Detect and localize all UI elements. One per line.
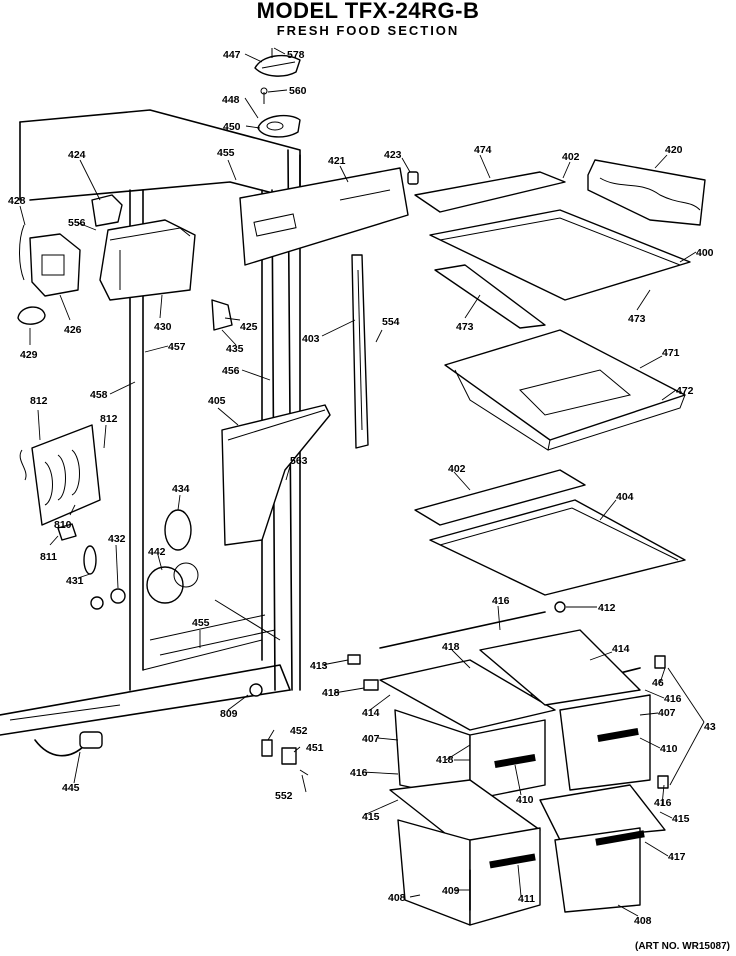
part-label: 809 [220,708,238,720]
part-number-labels: 447 578 448 560 450 455 421 423 474 402 … [8,49,716,927]
part-label: 413 [310,660,328,672]
part-label: 410 [660,743,678,755]
part-label: 445 [62,782,80,794]
part-label: 423 [384,149,402,161]
section-title: FRESH FOOD SECTION [276,23,460,38]
part-label: 418 [436,754,454,766]
top-shelf-assembly [407,159,706,329]
part-label: 456 [222,365,240,377]
part-label: 455 [217,147,235,159]
part-label: 430 [154,321,172,333]
part-label: 416 [350,767,368,779]
part-label: 474 [474,144,492,156]
part-label: 425 [240,321,258,333]
part-label: 471 [662,347,680,359]
part-label: 428 [8,195,26,207]
part-label: 416 [664,693,682,705]
part-label: 448 [222,94,240,106]
rear-heater-panel [19,424,101,541]
damper-control-parts [17,194,196,325]
part-label: 811 [40,551,57,563]
hinge-brackets [261,739,309,776]
part-label: 455 [192,617,210,629]
part-label: 407 [658,707,676,719]
part-label: 420 [665,144,683,156]
part-label: 402 [448,463,466,475]
art-number: (ART NO. WR15087) [634,941,730,952]
part-label: 415 [672,813,690,825]
part-label: 46 [652,677,664,689]
part-label: 560 [289,85,307,97]
part-label: 457 [168,341,186,353]
air-duct-cover [221,404,331,546]
part-label: 429 [20,349,38,361]
power-cord [34,731,103,757]
part-label: 473 [456,321,474,333]
part-label: 403 [302,333,320,345]
part-label: 810 [54,519,72,531]
crisper-pan-471 [444,329,686,451]
part-label: 412 [598,602,616,614]
part-label: 552 [275,790,293,802]
part-label: 414 [612,643,630,655]
part-label: 418 [322,687,340,699]
part-label: 812 [100,413,118,425]
part-label: 426 [64,324,82,336]
part-label: 404 [616,491,634,503]
part-label: 409 [442,885,460,897]
part-label: 442 [148,546,166,558]
upper-drawers [379,629,651,801]
part-label: 431 [66,575,84,587]
part-label: 43 [704,721,716,733]
part-label: 473 [628,313,646,325]
part-label: 418 [442,641,460,653]
control-knob-assembly [254,48,301,138]
part-label: 556 [68,217,86,229]
part-label: 452 [290,725,308,737]
part-label: 424 [68,149,86,161]
lower-drawers [389,779,666,926]
part-label: 554 [382,316,400,328]
lower-shelf-assembly [414,469,686,596]
part-label: 578 [287,49,305,61]
part-label: 447 [223,49,241,61]
part-label: 411 [518,893,535,905]
part-label: 435 [226,343,244,355]
part-label: 400 [696,247,714,259]
part-label: 563 [290,455,308,467]
part-label: 407 [362,733,380,745]
part-label: 416 [492,595,510,607]
part-label: 458 [90,389,108,401]
part-label: 450 [223,121,241,133]
part-label: 417 [668,851,686,863]
part-label: 402 [562,151,580,163]
leader-lines [19,47,705,917]
part-label: 408 [634,915,652,927]
model-title: MODEL TFX-24RG-B [256,0,480,23]
part-label: 434 [172,483,190,495]
part-label: 405 [208,395,226,407]
part-label: 416 [654,797,672,809]
part-label: 415 [362,811,380,823]
part-label: 472 [676,385,694,397]
part-label: 421 [328,155,346,167]
part-label: 410 [516,794,534,806]
part-label: 408 [388,892,406,904]
control-panel [211,167,409,449]
part-label: 432 [108,533,126,545]
part-label: 414 [362,707,380,719]
part-label: 451 [306,742,324,754]
part-label: 812 [30,395,48,407]
